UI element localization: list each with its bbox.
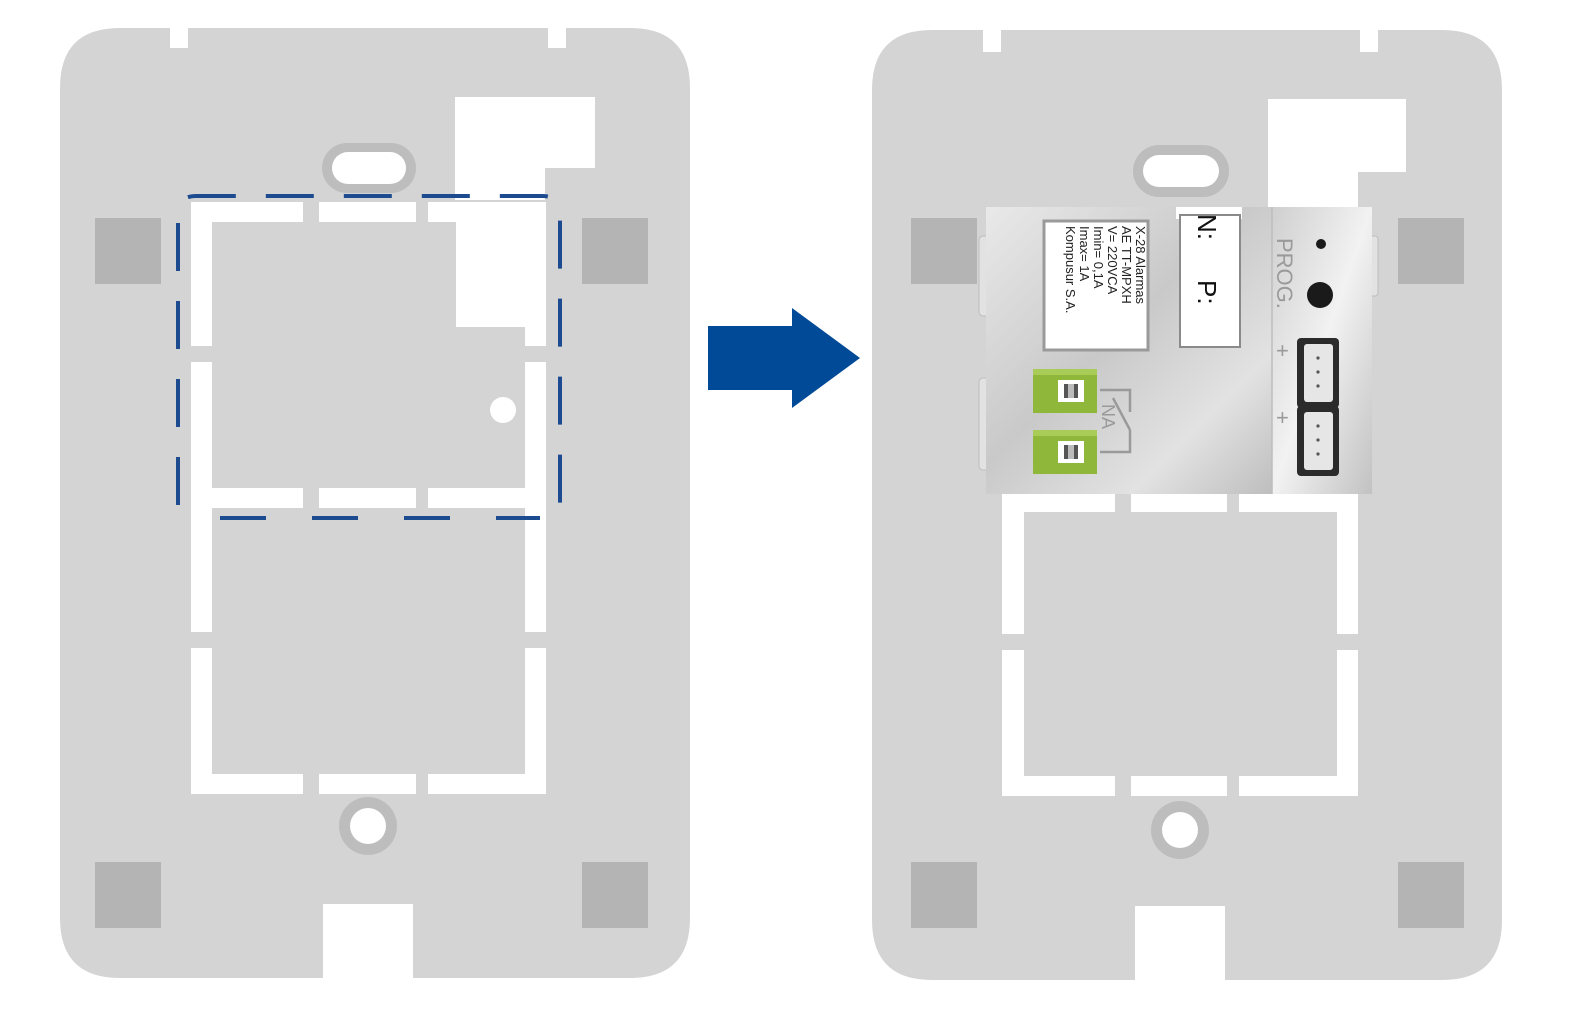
- arrow-right-icon: [708, 308, 860, 408]
- terminal-block-1[interactable]: [1033, 369, 1097, 413]
- status-led-icon: [1316, 239, 1326, 249]
- corner-square-tl: [95, 218, 161, 284]
- top-right-cutout: [455, 97, 595, 200]
- alarm-module: X-28 Alarmas AE TT-MPXH V= 220VCA Imin= …: [978, 207, 1379, 494]
- relay-symbol-icon: [1100, 388, 1132, 454]
- corner-square-tl: [911, 218, 977, 284]
- knockout-panels: [191, 202, 546, 794]
- spec-line-4: Imin= 0,1A: [1091, 226, 1106, 289]
- connector-top[interactable]: [1297, 338, 1339, 408]
- spec-line-5: Imax= 1A: [1077, 226, 1092, 282]
- module-placement-outline: [176, 194, 562, 505]
- corner-square-bl: [911, 862, 977, 928]
- serial-label: N: P:: [1176, 207, 1242, 348]
- plus-bottom-label: +: [1276, 405, 1289, 430]
- relay-na-label: NA: [1098, 404, 1118, 429]
- right-mounting-plate: X-28 Alarmas AE TT-MPXH V= 220VCA Imin= …: [872, 30, 1502, 980]
- spec-line-6: Kompusur S.A.: [1063, 226, 1078, 313]
- corner-square-tr: [582, 218, 648, 284]
- spec-label: X-28 Alarmas AE TT-MPXH V= 220VCA Imin= …: [1042, 219, 1150, 352]
- prog-button[interactable]: [1307, 282, 1333, 308]
- spec-line-3: V= 220VCA: [1105, 226, 1120, 295]
- corner-square-br: [582, 862, 648, 928]
- serial-p-label: P:: [1192, 280, 1222, 305]
- connector-bottom[interactable]: [1297, 406, 1339, 476]
- corner-square-tr: [1398, 218, 1464, 284]
- left-mounting-plate: [60, 28, 690, 978]
- small-hole: [490, 397, 516, 423]
- corner-square-br: [1398, 862, 1464, 928]
- knockout-panels: [1002, 492, 1358, 796]
- plus-top-label: +: [1276, 338, 1289, 363]
- corner-square-bl: [95, 862, 161, 928]
- top-right-cutout: [1268, 99, 1406, 210]
- spec-line-2: AE TT-MPXH: [1119, 226, 1134, 304]
- prog-label: PROG.: [1272, 238, 1297, 309]
- spec-line-1: X-28 Alarmas: [1133, 226, 1148, 305]
- serial-n-label: N:: [1192, 214, 1222, 240]
- terminal-block-2[interactable]: [1033, 430, 1097, 474]
